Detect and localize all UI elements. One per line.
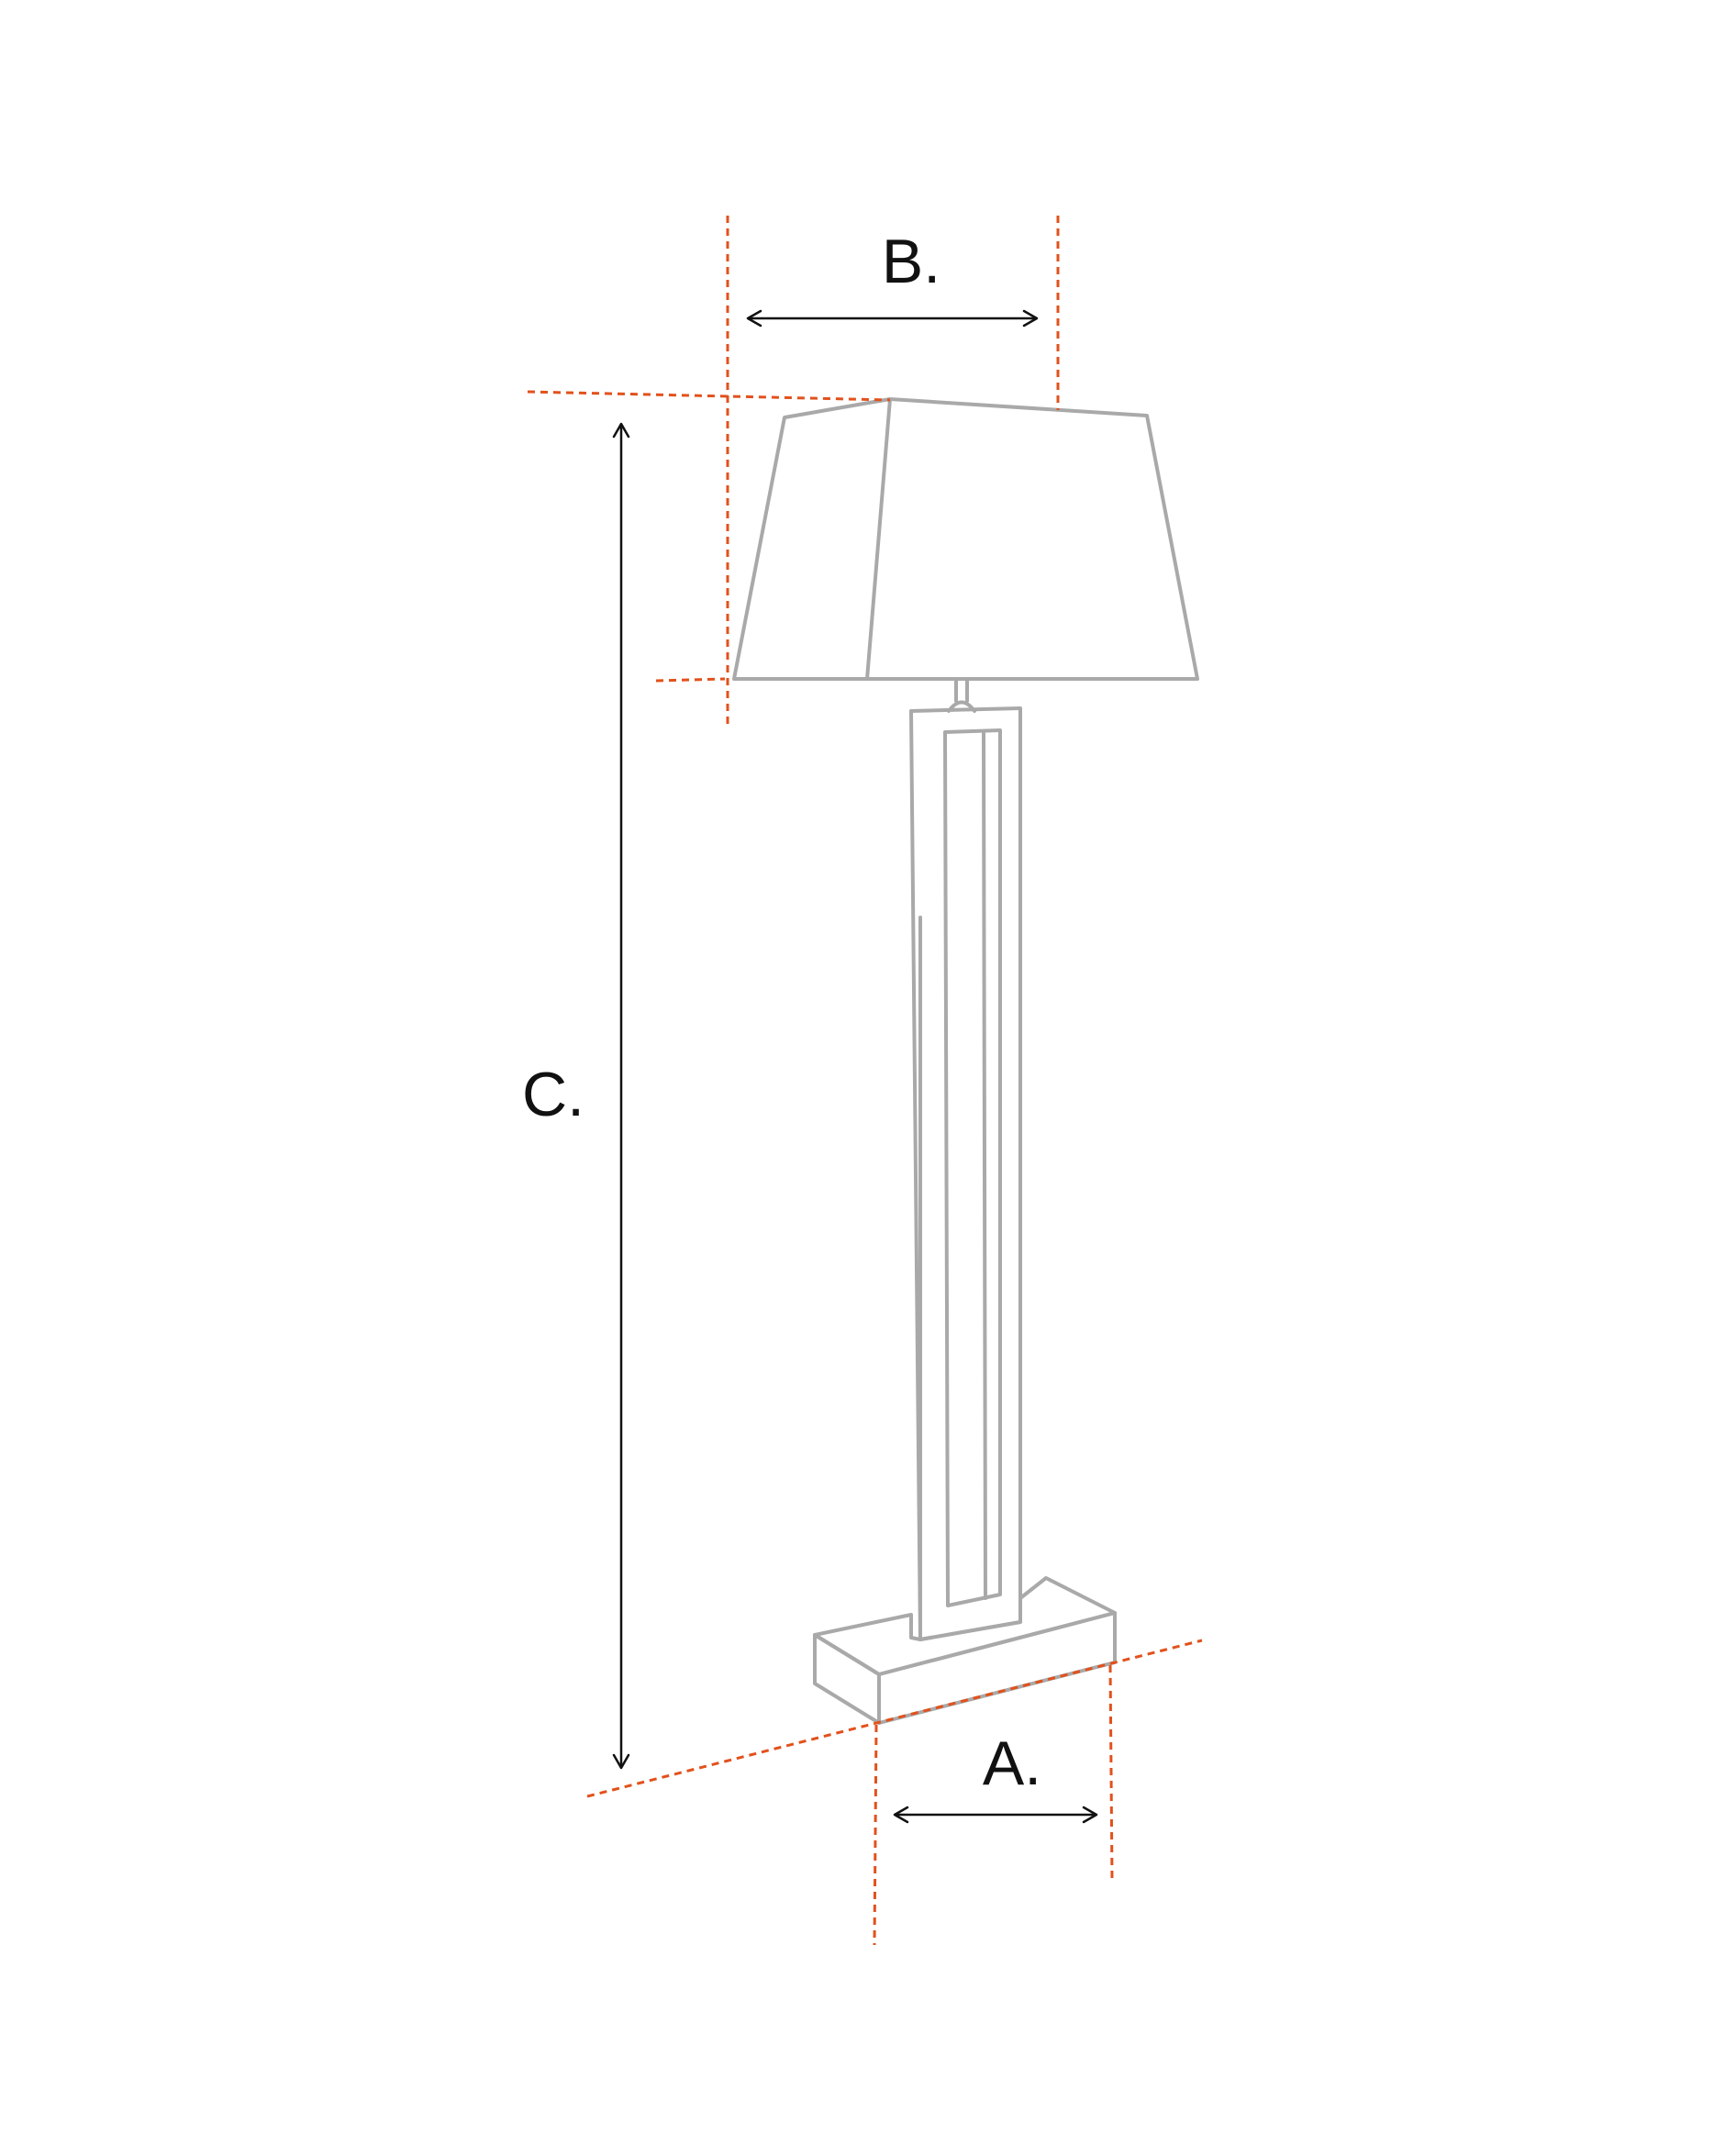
lamp-stem-outer: [909, 706, 1022, 1641]
lamp-neck: [947, 679, 976, 713]
guide-shade-top: [527, 390, 891, 402]
guide-floor: [586, 1639, 1203, 1798]
lamp-shade-front-edge: [865, 397, 892, 681]
guide-lines: [527, 216, 1203, 1946]
dimension-a-arrow-right: [1082, 1806, 1098, 1824]
dimension-c: C.: [522, 422, 630, 1770]
dimension-c-arrow-top: [612, 422, 630, 439]
lamp-base-side: [813, 1633, 881, 1725]
lamp-shade-outline: [732, 397, 1199, 681]
dimension-c-label: C.: [522, 1060, 584, 1129]
lamp-stem-inner: [943, 728, 1002, 1607]
dimension-b-label: B.: [882, 227, 940, 296]
guide-a-left: [873, 1724, 878, 1946]
dimension-a-arrow-left: [893, 1806, 909, 1824]
dimension-a: A.: [893, 1728, 1098, 1824]
dimension-a-label: A.: [983, 1728, 1041, 1798]
dimension-b-arrow-left: [746, 309, 762, 328]
dimension-c-arrow-bottom: [612, 1753, 630, 1770]
dimension-b-arrow-right: [1022, 309, 1039, 328]
lamp-stem: [909, 706, 1022, 1641]
dimension-b: B.: [746, 227, 1039, 328]
lamp-base-front: [877, 1611, 1117, 1725]
guide-shade-bottom: [655, 677, 726, 683]
lamp-shade: [732, 397, 1199, 681]
guide-a-right: [1108, 1664, 1114, 1882]
